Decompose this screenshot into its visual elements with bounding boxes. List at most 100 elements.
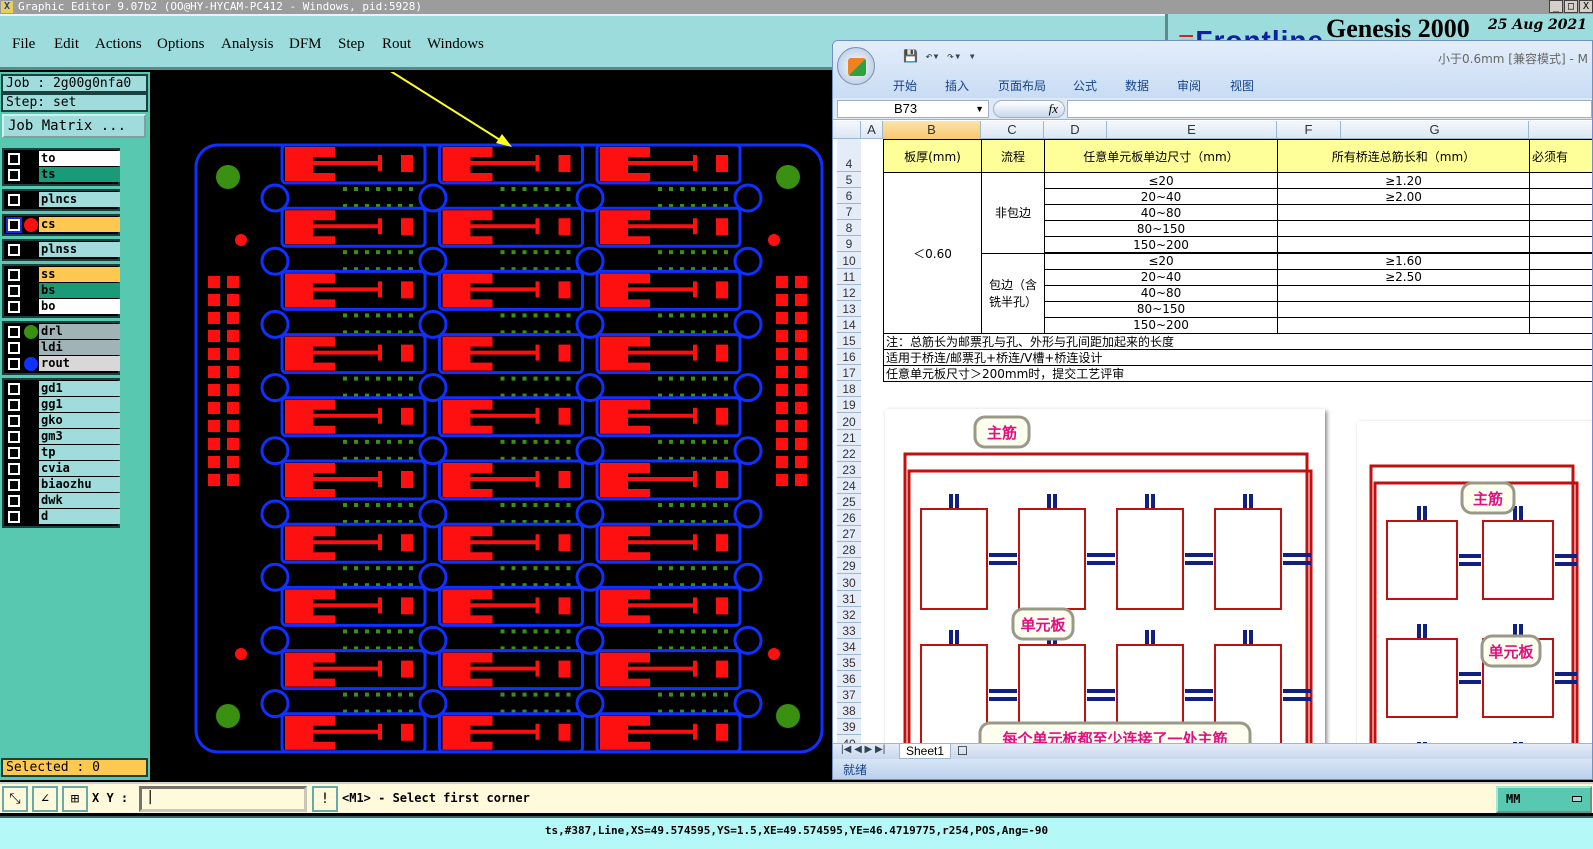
- row-header[interactable]: 13: [837, 301, 861, 317]
- layer-checkbox[interactable]: [8, 495, 20, 507]
- alert-button[interactable]: !: [312, 786, 338, 812]
- menu-dfm[interactable]: DFM: [289, 36, 322, 52]
- layer-row-dwk[interactable]: dwk: [4, 493, 120, 509]
- row-header[interactable]: 6: [837, 188, 861, 205]
- layer-checkbox[interactable]: [8, 431, 20, 443]
- row-header[interactable]: 39: [837, 719, 861, 736]
- menu-file[interactable]: File: [12, 36, 36, 52]
- row-header[interactable]: 8: [837, 220, 861, 237]
- ribbon-tab[interactable]: 公式: [1073, 79, 1098, 93]
- blank-cell[interactable]: [1529, 220, 1592, 238]
- formula-input[interactable]: [1067, 100, 1592, 118]
- size-cell[interactable]: 20~40: [1044, 188, 1278, 206]
- layer-row-rout[interactable]: rout: [4, 356, 120, 372]
- column-header-E[interactable]: E: [1107, 121, 1277, 139]
- layer-checkbox[interactable]: [8, 511, 20, 523]
- layer-row-cvia[interactable]: cvia: [4, 461, 120, 477]
- column-header-D[interactable]: D: [1044, 121, 1107, 139]
- row-header[interactable]: 20: [837, 414, 861, 430]
- row-header[interactable]: 21: [837, 430, 861, 446]
- graphic-canvas[interactable]: [150, 49, 832, 780]
- ribbon-tab[interactable]: 页面布局: [998, 79, 1047, 93]
- row-header[interactable]: 32: [837, 607, 861, 623]
- redo-icon[interactable]: ↷▾: [946, 49, 962, 63]
- close-button[interactable]: X: [1579, 0, 1593, 13]
- row-header[interactable]: 29: [837, 558, 861, 575]
- flow-cell[interactable]: 包边（含铣半孔）: [981, 252, 1045, 334]
- layer-row-plnss[interactable]: plnss: [4, 242, 120, 258]
- ribbon-tab[interactable]: 插入: [945, 79, 970, 93]
- dropdown-icon[interactable]: ▼: [975, 104, 984, 114]
- row-header[interactable]: 19: [837, 397, 861, 414]
- row-header[interactable]: 7: [837, 204, 861, 221]
- row-header[interactable]: 27: [837, 526, 861, 543]
- row-header[interactable]: 36: [837, 671, 861, 688]
- layer-checkbox[interactable]: [8, 244, 20, 256]
- blank-cell[interactable]: [1529, 236, 1592, 254]
- layer-checkbox[interactable]: [8, 383, 20, 395]
- header-unit-size[interactable]: 任意单元板单边尺寸（mm）: [1044, 139, 1278, 173]
- row-header[interactable]: 25: [837, 494, 861, 511]
- layer-checkbox[interactable]: [6, 217, 22, 233]
- ribbon-tab[interactable]: 视图: [1230, 79, 1255, 93]
- menu-step[interactable]: Step: [338, 36, 365, 52]
- customize-icon[interactable]: ▾: [968, 49, 976, 63]
- row-header[interactable]: 14: [837, 317, 861, 333]
- note-cell[interactable]: 注：总筋长为邮票孔与孔、外形与孔间距加起来的长度: [883, 333, 1592, 351]
- units-selector[interactable]: MM: [1496, 786, 1592, 813]
- xy-input[interactable]: |: [139, 786, 307, 812]
- layer-checkbox[interactable]: [8, 479, 20, 491]
- blank-cell[interactable]: [1529, 188, 1592, 206]
- row-header[interactable]: 23: [837, 462, 861, 478]
- thickness-cell[interactable]: ＜0.60: [883, 172, 982, 334]
- layer-checkbox[interactable]: [8, 169, 20, 181]
- size-cell[interactable]: ≤20: [1044, 172, 1278, 190]
- row-header[interactable]: 26: [837, 510, 861, 527]
- column-header-F[interactable]: F: [1277, 121, 1341, 139]
- new-sheet-icon[interactable]: ☐: [957, 744, 968, 758]
- column-header-G[interactable]: G: [1341, 121, 1529, 139]
- layer-checkbox[interactable]: [8, 301, 20, 313]
- sheet-nav-arrows[interactable]: |◀ ◀ ▶ ▶|: [841, 744, 886, 755]
- ribbon-tab[interactable]: 审阅: [1177, 79, 1202, 93]
- menu-analysis[interactable]: Analysis: [221, 36, 274, 52]
- row-header[interactable]: 31: [837, 591, 861, 607]
- length-cell[interactable]: ≥1.20: [1277, 172, 1530, 190]
- measure-icon[interactable]: ∠: [32, 786, 58, 812]
- ribbon-tab[interactable]: 开始: [893, 79, 918, 93]
- blank-cell[interactable]: [1529, 316, 1592, 334]
- office-button[interactable]: [837, 47, 875, 85]
- blank-cell[interactable]: [1529, 268, 1592, 286]
- flow-cell[interactable]: 非包边: [981, 172, 1045, 254]
- size-cell[interactable]: 80~150: [1044, 300, 1278, 318]
- layer-checkbox[interactable]: [8, 342, 20, 354]
- length-cell[interactable]: [1277, 300, 1530, 318]
- layer-row-d[interactable]: d: [4, 509, 120, 525]
- layer-row-plncs[interactable]: plncs: [4, 192, 120, 208]
- layer-checkbox[interactable]: [8, 269, 20, 281]
- row-header[interactable]: 12: [837, 285, 861, 301]
- menu-rout[interactable]: Rout: [382, 36, 412, 52]
- layer-checkbox[interactable]: [8, 153, 20, 165]
- column-header-C[interactable]: C: [981, 121, 1044, 139]
- size-cell[interactable]: 40~80: [1044, 204, 1278, 222]
- blank-cell[interactable]: [1529, 300, 1592, 318]
- column-header-H[interactable]: [1529, 121, 1592, 139]
- name-box[interactable]: B73▼: [837, 100, 989, 118]
- row-header[interactable]: 30: [837, 575, 861, 591]
- ribbon-tab[interactable]: 数据: [1125, 79, 1150, 93]
- size-cell[interactable]: 150~200: [1044, 316, 1278, 334]
- maximize-button[interactable]: □: [1564, 0, 1578, 13]
- size-cell[interactable]: 150~200: [1044, 236, 1278, 254]
- row-header[interactable]: 22: [837, 446, 861, 462]
- layer-row-gko[interactable]: gko: [4, 413, 120, 429]
- zoom-area-icon[interactable]: ⤡: [2, 786, 28, 812]
- size-cell[interactable]: 80~150: [1044, 220, 1278, 238]
- layer-checkbox[interactable]: [8, 463, 20, 475]
- layer-row-bo[interactable]: bo: [4, 299, 120, 315]
- undo-icon[interactable]: ↶▾: [925, 49, 940, 63]
- save-icon[interactable]: 💾: [903, 49, 918, 63]
- layer-row-to[interactable]: to: [4, 151, 120, 167]
- row-header[interactable]: 9: [837, 236, 861, 253]
- row-header[interactable]: 35: [837, 655, 861, 672]
